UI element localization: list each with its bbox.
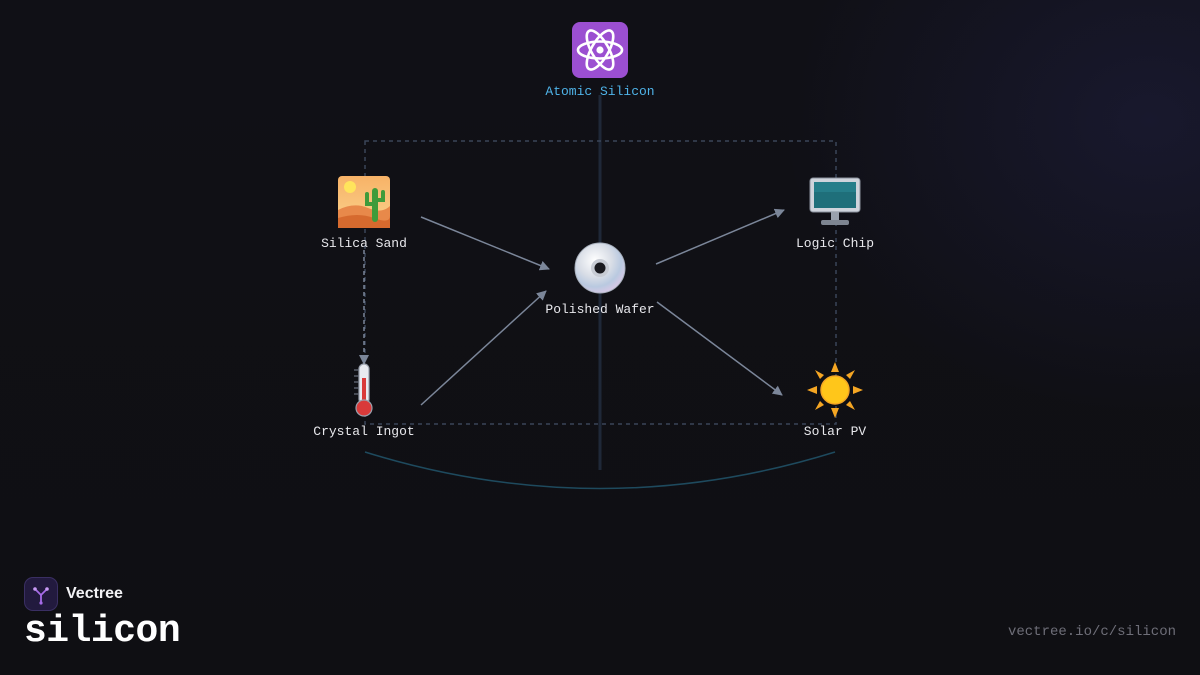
dashed-frame [364, 140, 837, 425]
computer-monitor-icon [809, 177, 861, 225]
node-crystal-ingot[interactable]: Crystal Ingot [274, 360, 454, 439]
desert-icon [338, 176, 390, 228]
node-silica-sand[interactable]: Silica Sand [274, 172, 454, 251]
node-label: Silica Sand [321, 236, 407, 251]
bottom-arc [364, 451, 836, 490]
edge-wafer-to-solar [656, 301, 783, 396]
node-atomic-silicon[interactable]: Atomic Silicon [510, 20, 690, 99]
node-label: Crystal Ingot [313, 424, 415, 439]
atom-icon [572, 22, 628, 78]
node-label: Polished Wafer [545, 302, 655, 317]
node-polished-wafer[interactable]: Polished Wafer [510, 238, 690, 317]
sun-icon [807, 362, 863, 418]
edge-ingot-to-wafer [420, 290, 547, 406]
node-logic-chip[interactable]: Logic Chip [745, 172, 925, 251]
edge-sand-to-wafer [420, 216, 550, 271]
page-url[interactable]: vectree.io/c/silicon [1007, 624, 1176, 640]
thermometer-icon [354, 363, 373, 417]
edge-wafer-to-chip [655, 208, 785, 265]
disc-icon [574, 242, 626, 294]
node-label: Logic Chip [795, 236, 874, 251]
page-title: silicon [24, 610, 181, 653]
node-label: Solar PV [803, 424, 867, 439]
vectree-tree-icon [24, 577, 58, 611]
node-label: Atomic Silicon [545, 84, 655, 99]
brand[interactable]: Vectree [24, 577, 123, 611]
brand-name: Vectree [66, 585, 123, 602]
node-solar-pv[interactable]: Solar PV [745, 360, 925, 439]
